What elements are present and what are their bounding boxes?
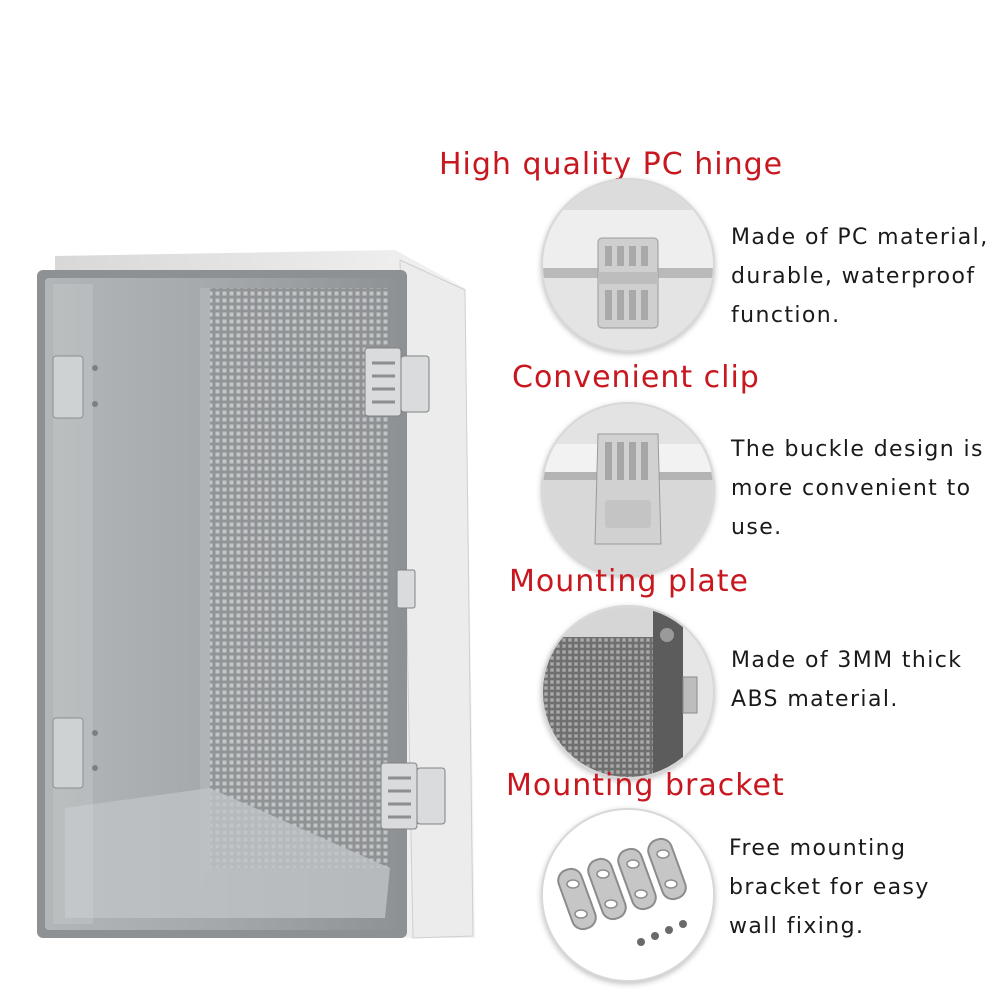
mounting-plate-icon <box>541 605 715 779</box>
hinge-icon <box>541 178 715 352</box>
feature-heading-hinge: High quality PC hinge <box>439 147 784 182</box>
feature-description-mounting-bracket: Free mounting bracket for easy wall fixi… <box>729 836 930 939</box>
feature-description-mounting-plate: Made of 3MM thick ABS material. <box>731 648 963 712</box>
feature-heading-clip: Convenient clip <box>512 360 760 395</box>
feature-heading-mounting-plate: Mounting plate <box>509 564 749 599</box>
feature-description-clip: The buckle design is more convenient to … <box>731 437 984 540</box>
enclosure-box-image <box>37 250 475 939</box>
feature-description-hinge: Made of PC material, durable, waterproof… <box>731 225 989 328</box>
clip-icon <box>541 402 715 576</box>
feature-heading-mounting-bracket: Mounting bracket <box>506 768 785 803</box>
mounting-bracket-icon <box>541 808 715 982</box>
